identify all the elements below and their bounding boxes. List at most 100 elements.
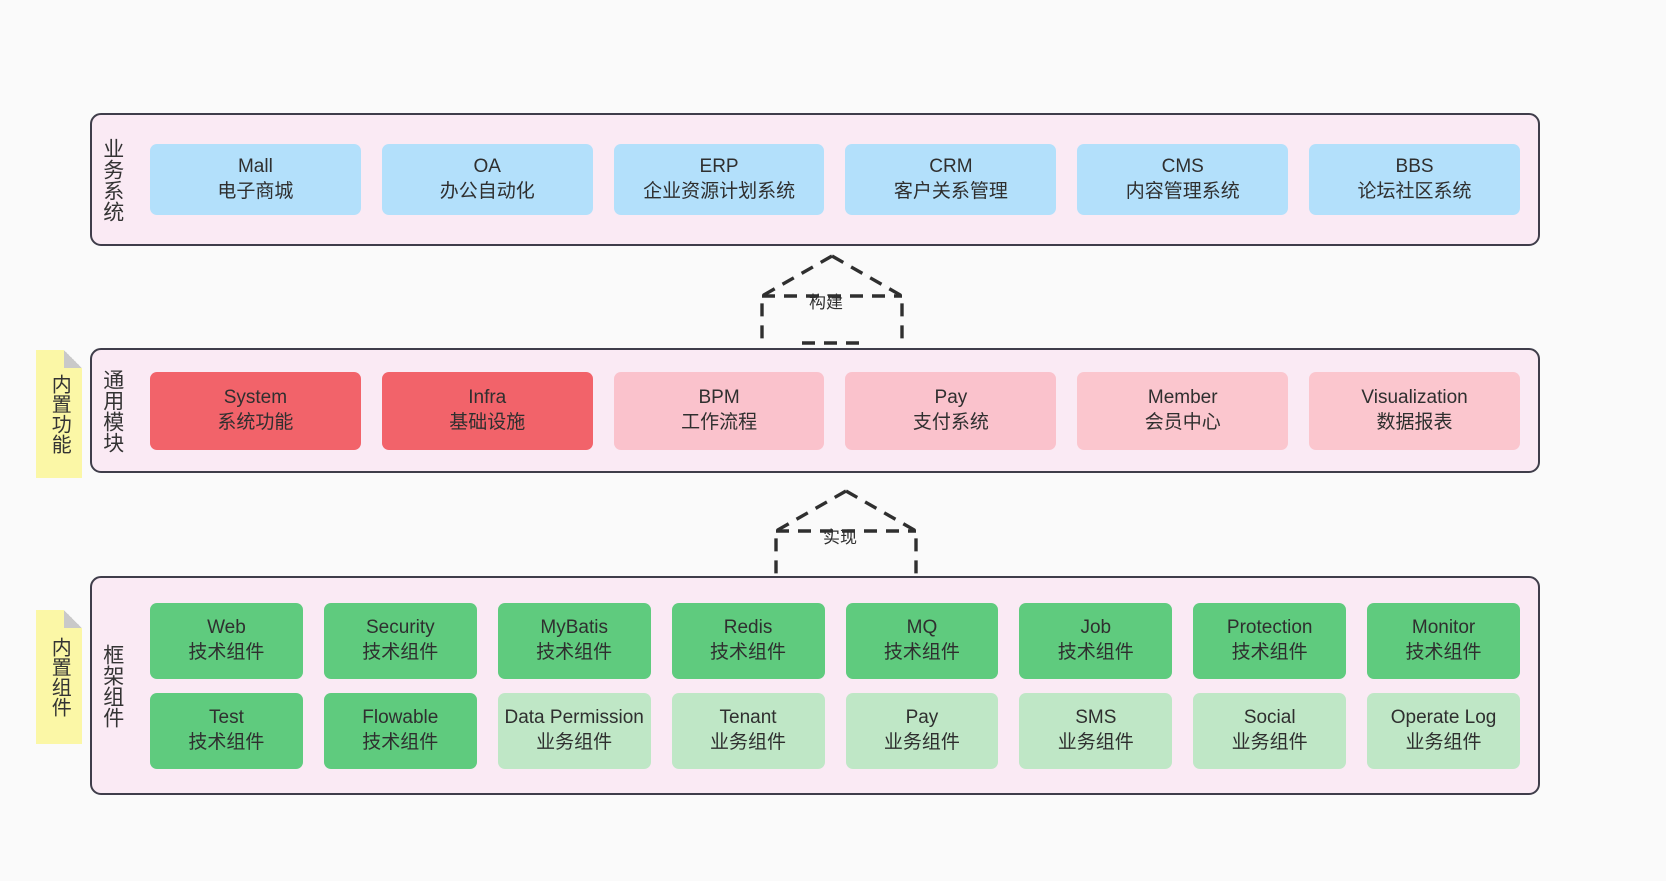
card-data-permission[interactable]: Data Permission 业务组件 (497, 692, 651, 769)
card-row: Mall 电子商城 OA 办公自动化 ERP 企业资源计划系统 CRM 客户关系… (150, 144, 1520, 215)
card-system[interactable]: System 系统功能 (150, 371, 361, 450)
card-title: Visualization (1361, 387, 1468, 409)
card-bbs[interactable]: BBS 论坛社区系统 (1309, 144, 1520, 215)
card-title: Infra (468, 387, 507, 409)
layer-body-common-module: System 系统功能 Infra 基础设施 BPM 工作流程 Pay 支付系统… (132, 350, 1538, 471)
card-pay-component[interactable]: Pay 业务组件 (845, 692, 999, 769)
card-title: OA (473, 156, 501, 178)
card-erp[interactable]: ERP 企业资源计划系统 (613, 144, 825, 215)
card-social[interactable]: Social 业务组件 (1193, 692, 1347, 769)
card-title: Security (365, 617, 435, 639)
card-title: Pay (905, 707, 939, 729)
card-subtitle: 论坛社区系统 (1357, 180, 1472, 202)
card-title: SMS (1075, 707, 1117, 729)
card-sms[interactable]: SMS 业务组件 (1019, 692, 1173, 769)
card-title: BPM (698, 387, 740, 409)
card-title: MyBatis (540, 617, 608, 639)
card-subtitle: 技术组件 (883, 641, 960, 663)
card-flowable[interactable]: Flowable 技术组件 (323, 692, 477, 769)
card-subtitle: 电子商城 (217, 180, 294, 202)
card-security[interactable]: Security 技术组件 (323, 602, 477, 679)
card-title: BBS (1395, 156, 1434, 178)
card-subtitle: 业务组件 (710, 731, 787, 753)
card-operate-log[interactable]: Operate Log 业务组件 (1367, 692, 1520, 769)
card-job[interactable]: Job 技术组件 (1019, 602, 1173, 679)
card-title: Monitor (1411, 617, 1476, 639)
card-subtitle: 技术组件 (1057, 641, 1134, 663)
connector-realize: 实现 (766, 487, 926, 580)
card-subtitle: 业务组件 (1405, 731, 1482, 753)
card-monitor[interactable]: Monitor 技术组件 (1367, 602, 1520, 679)
card-title: Web (207, 617, 246, 639)
card-title: Protection (1226, 617, 1313, 639)
card-tenant[interactable]: Tenant 业务组件 (671, 692, 825, 769)
note-builtin-component: 内置组件 (36, 610, 82, 744)
card-title: ERP (699, 156, 739, 178)
card-title: Mall (237, 156, 273, 178)
card-mall[interactable]: Mall 电子商城 (150, 144, 361, 215)
card-protection[interactable]: Protection 技术组件 (1193, 602, 1347, 679)
card-bpm[interactable]: BPM 工作流程 (613, 371, 825, 450)
card-title: CMS (1161, 156, 1204, 178)
card-title: Job (1080, 617, 1112, 639)
layer-body-business-system: Mall 电子商城 OA 办公自动化 ERP 企业资源计划系统 CRM 客户关系… (132, 115, 1538, 244)
connector-label-build: 构建 (809, 293, 843, 312)
card-subtitle: 业务组件 (883, 731, 960, 753)
card-subtitle: 技术组件 (362, 641, 439, 663)
layer-label-business-system: 业务系统 (100, 137, 124, 222)
card-cms[interactable]: CMS 内容管理系统 (1077, 144, 1289, 215)
card-subtitle: 技术组件 (1231, 641, 1308, 663)
card-title: Pay (934, 387, 968, 409)
card-subtitle: 支付系统 (912, 411, 989, 433)
card-title: Social (1243, 707, 1296, 729)
card-web[interactable]: Web 技术组件 (150, 602, 303, 679)
card-crm[interactable]: CRM 客户关系管理 (845, 144, 1057, 215)
layer-label-framework-component: 框架组件 (100, 643, 124, 728)
connector-build: 构建 (752, 252, 912, 345)
card-subtitle: 业务组件 (1057, 731, 1134, 753)
card-subtitle: 业务组件 (536, 731, 613, 753)
card-row: Web 技术组件 Security 技术组件 MyBatis 技术组件 Redi… (150, 602, 1520, 679)
card-title: Data Permission (504, 707, 644, 729)
card-member[interactable]: Member 会员中心 (1077, 371, 1289, 450)
card-test[interactable]: Test 技术组件 (150, 692, 303, 769)
card-subtitle: 工作流程 (681, 411, 758, 433)
layer-body-framework-component: Web 技术组件 Security 技术组件 MyBatis 技术组件 Redi… (132, 578, 1538, 793)
layer-label-common-module: 通用模块 (100, 368, 124, 453)
card-subtitle: 技术组件 (188, 641, 265, 663)
card-title: Operate Log (1390, 707, 1497, 729)
card-title: Redis (723, 617, 773, 639)
card-subtitle: 数据报表 (1376, 411, 1453, 433)
card-title: Test (209, 707, 244, 729)
card-subtitle: 业务组件 (1231, 731, 1308, 753)
card-pay-module[interactable]: Pay 支付系统 (845, 371, 1057, 450)
dashed-realization-arrow-icon (774, 489, 918, 580)
connector-label-realize: 实现 (823, 528, 857, 547)
card-mq[interactable]: MQ 技术组件 (845, 602, 999, 679)
card-subtitle: 基础设施 (449, 411, 526, 433)
card-title: Tenant (719, 707, 777, 729)
card-subtitle: 办公自动化 (439, 180, 535, 202)
card-title: System (223, 387, 288, 409)
card-title: MQ (906, 617, 938, 639)
card-mybatis[interactable]: MyBatis 技术组件 (497, 602, 651, 679)
layer-common-module: 通用模块 System 系统功能 Infra 基础设施 BPM 工作流程 Pay… (90, 348, 1540, 473)
card-redis[interactable]: Redis 技术组件 (671, 602, 825, 679)
layer-business-system: 业务系统 Mall 电子商城 OA 办公自动化 ERP 企业资源计划系统 CRM… (90, 113, 1540, 246)
card-oa[interactable]: OA 办公自动化 (381, 144, 593, 215)
card-subtitle: 企业资源计划系统 (643, 180, 796, 202)
card-row: Test 技术组件 Flowable 技术组件 Data Permission … (150, 692, 1520, 769)
card-infra[interactable]: Infra 基础设施 (381, 371, 593, 450)
card-subtitle: 技术组件 (1405, 641, 1482, 663)
card-subtitle: 内容管理系统 (1125, 180, 1240, 202)
card-subtitle: 会员中心 (1144, 411, 1221, 433)
card-visualization[interactable]: Visualization 数据报表 (1309, 371, 1520, 450)
card-title: Member (1147, 387, 1218, 409)
card-subtitle: 技术组件 (188, 731, 265, 753)
card-subtitle: 技术组件 (362, 731, 439, 753)
card-subtitle: 客户关系管理 (893, 180, 1008, 202)
card-title: Flowable (362, 707, 439, 729)
card-title: CRM (929, 156, 973, 178)
layer-framework-component: 框架组件 Web 技术组件 Security 技术组件 MyBatis 技术组件… (90, 576, 1540, 795)
